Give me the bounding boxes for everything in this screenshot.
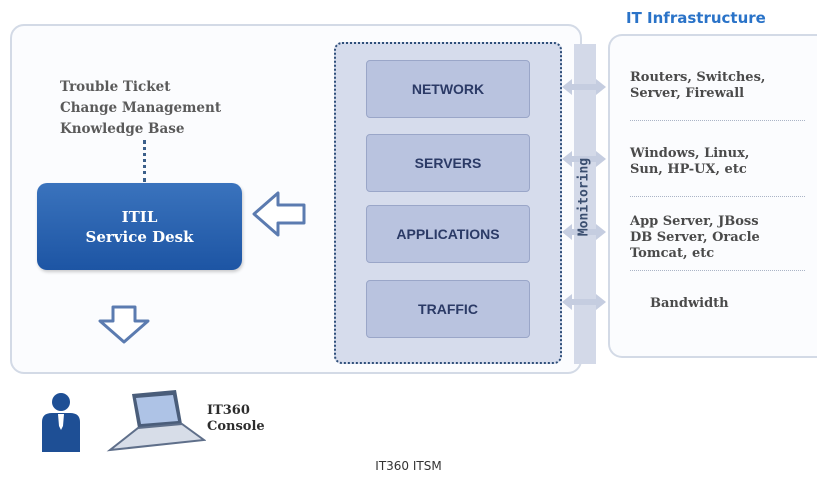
infra-divider (630, 120, 805, 121)
itil-service-desk-box: ITIL Service Desk (37, 183, 242, 270)
infra-text: DB Server, Oracle (630, 230, 760, 245)
infrastructure-title: IT Infrastructure (626, 9, 766, 27)
infra-text: Sun, HP-UX, etc (630, 162, 747, 177)
infra-text: Routers, Switches, (630, 70, 766, 85)
applications-box: APPLICATIONS (366, 205, 530, 263)
feature-knowledge-base: Knowledge Base (60, 121, 185, 137)
infra-entry-network: Routers, Switches, Server, Firewall (630, 70, 765, 102)
person-icon (42, 393, 80, 452)
network-box: NETWORK (366, 60, 530, 118)
infra-text: Windows, Linux, (630, 146, 750, 161)
monitored-services-group: NETWORK SERVERS APPLICATIONS TRAFFIC (334, 42, 562, 364)
infra-entry-servers: Windows, Linux, Sun, HP-UX, etc (630, 146, 749, 178)
console-line2: Console (207, 419, 265, 434)
service-desk-label: Service Desk (85, 227, 194, 246)
itil-label: ITIL (121, 207, 158, 226)
servers-box: SERVERS (366, 134, 530, 192)
infra-text: Tomcat, etc (630, 246, 715, 261)
double-arrow-icon (562, 294, 606, 310)
infra-entry-traffic: Bandwidth (650, 296, 729, 312)
console-label: IT360 Console (207, 403, 265, 435)
monitoring-band (562, 44, 606, 364)
service-desk-features: Trouble Ticket Change Management Knowled… (60, 77, 221, 140)
diagram-caption: IT360 ITSM (375, 459, 442, 473)
infra-divider (630, 196, 805, 197)
double-arrow-icon (562, 224, 606, 240)
infra-text: Server, Firewall (630, 86, 745, 101)
laptop-icon (106, 390, 206, 452)
infra-text: App Server, JBoss (630, 214, 759, 229)
feature-change-management: Change Management (60, 100, 222, 116)
infrastructure-panel: Routers, Switches, Server, Firewall Wind… (608, 34, 817, 358)
feature-trouble-ticket: Trouble Ticket (60, 79, 171, 95)
left-arrow-icon (252, 191, 306, 237)
monitoring-label: Monitoring (576, 157, 592, 237)
infra-divider (630, 270, 805, 271)
down-arrow-icon (98, 305, 150, 344)
console-line1: IT360 (207, 403, 250, 418)
double-arrow-icon (562, 79, 606, 95)
double-arrow-icon (562, 151, 606, 167)
infra-text: Bandwidth (650, 296, 729, 311)
feature-connector-line (143, 140, 146, 182)
traffic-box: TRAFFIC (366, 280, 530, 338)
infra-entry-applications: App Server, JBoss DB Server, Oracle Tomc… (630, 214, 760, 262)
